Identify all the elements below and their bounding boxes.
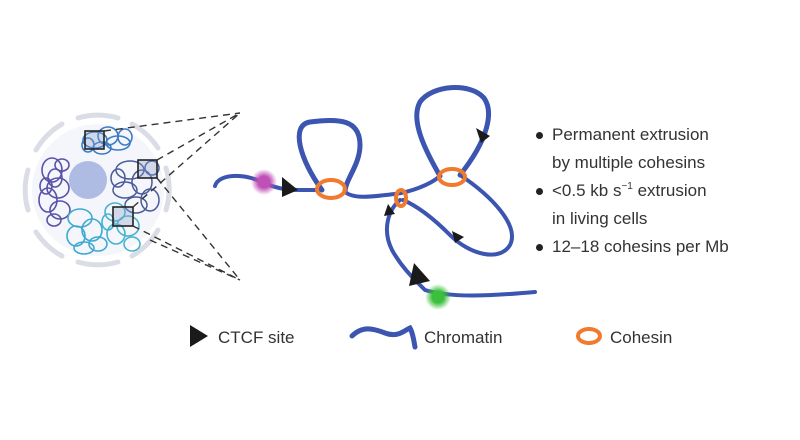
ctcf-triangle [384,204,395,216]
bullet-line: extrusion [632,181,707,200]
chromosome-territory-right [110,160,160,214]
bullet-item: 12–18 cohesins per Mb [536,233,729,261]
legend-ctcf-icon [190,325,208,347]
bullet-item: Permanent extrusion by multiple cohesins [536,121,729,177]
legend-chromatin-label: Chromatin [424,328,503,347]
chromosome-territory-left [38,157,71,227]
green-anchor-dot [425,284,451,310]
cohesin-ring [437,167,467,187]
nuclear-envelope [22,112,172,268]
zoom-projection-lines [103,112,241,281]
legend-chromatin-icon [349,324,418,350]
ctcf-sites [282,128,490,286]
magenta-anchor-dot [251,169,277,195]
ctcf-triangle [476,128,490,143]
chromosome-territory-bottom-left [66,208,108,255]
bullet-line: in living cells [552,209,648,228]
bullet-dot [536,188,543,195]
key-findings-list: Permanent extrusion by multiple cohesins… [536,121,729,261]
nucleolus [69,161,107,199]
bullet-item: <0.5 kb s−1 extrusion in living cells [536,177,729,233]
bullet-dot [536,244,543,251]
ctcf-triangle [282,177,298,197]
ctcf-triangle [409,263,430,286]
bullet-line: 12–18 cohesins per Mb [552,237,729,256]
nucleus [22,112,172,268]
cohesin-ring [315,178,347,200]
legend-cohesin-icon [576,327,602,345]
superscript: −1 [621,181,633,192]
chromosome-territory-top [81,126,133,155]
ctcf-triangle [452,231,464,243]
bullet-line: by multiple cohesins [552,153,706,172]
bullet-line: Permanent extrusion [552,125,709,144]
bullet-line: <0.5 kb s [552,181,622,200]
bullet-dot [536,132,543,139]
legend-ctcf-label: CTCF site [218,328,295,347]
cohesin-ring [394,188,408,208]
cohesin-rings [315,167,467,208]
legend-cohesin-label: Cohesin [610,328,673,347]
zoom-boxes [84,130,158,227]
